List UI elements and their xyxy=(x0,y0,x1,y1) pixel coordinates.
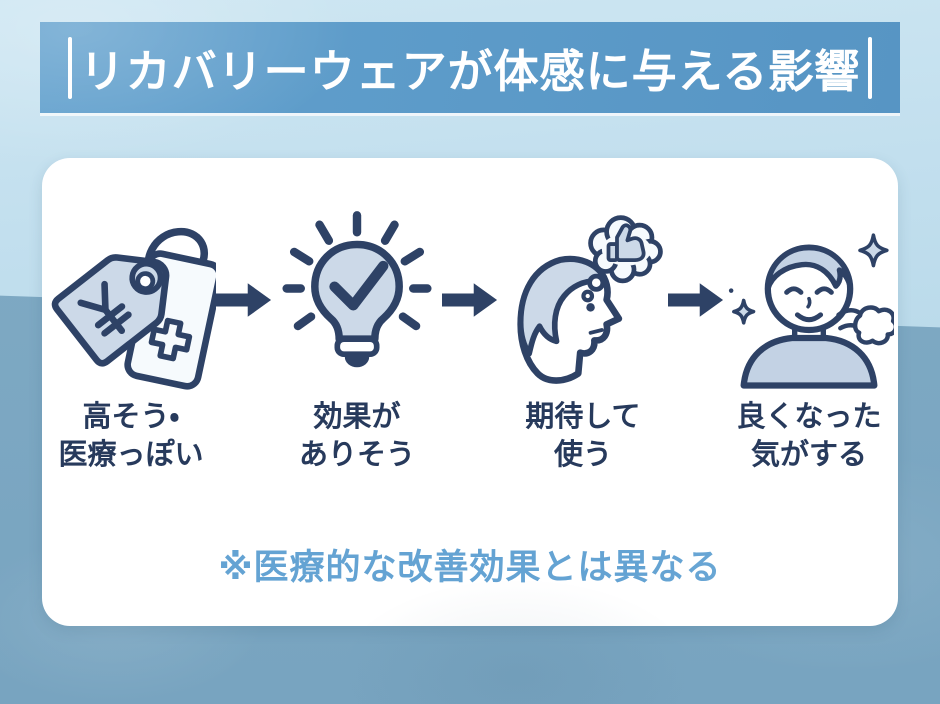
page-title: リカバリーウェアが体感に与える影響 xyxy=(79,46,861,97)
lightbulb-check-icon xyxy=(272,200,442,392)
step-label: 良くなった 気がする xyxy=(736,401,882,472)
thinking-thumbs-up-icon xyxy=(498,200,668,392)
step-feeling: 良くなった 気がする xyxy=(724,200,894,475)
price-tag-medical-icon xyxy=(46,200,216,392)
title-banner: リカバリーウェアが体感に与える影響 xyxy=(40,22,900,116)
step-label: 効果が ありそう xyxy=(298,401,415,472)
step-expectation: 効果が ありそう xyxy=(272,200,442,475)
step-label: 高そう・ 医療っぽい xyxy=(58,401,204,472)
step-impression: 高そう・ 医療っぽい xyxy=(46,200,216,475)
flow-row: 高そう・ 医療っぽい xyxy=(42,158,898,475)
arrow-right-icon xyxy=(668,281,724,319)
arrow-right-icon xyxy=(442,281,498,319)
step-label: 期待して 使う xyxy=(525,401,641,472)
step-usage: 期待して 使う xyxy=(498,200,668,475)
smiling-person-sparkle-icon xyxy=(724,200,894,392)
arrow-right-icon xyxy=(216,281,272,319)
banner-left-bar-icon xyxy=(68,37,72,99)
banner-right-bar-icon xyxy=(868,37,872,99)
flow-card: 高そう・ 医療っぽい xyxy=(42,158,898,626)
disclaimer-note: ※医療的な改善効果とは異なる xyxy=(218,547,722,587)
